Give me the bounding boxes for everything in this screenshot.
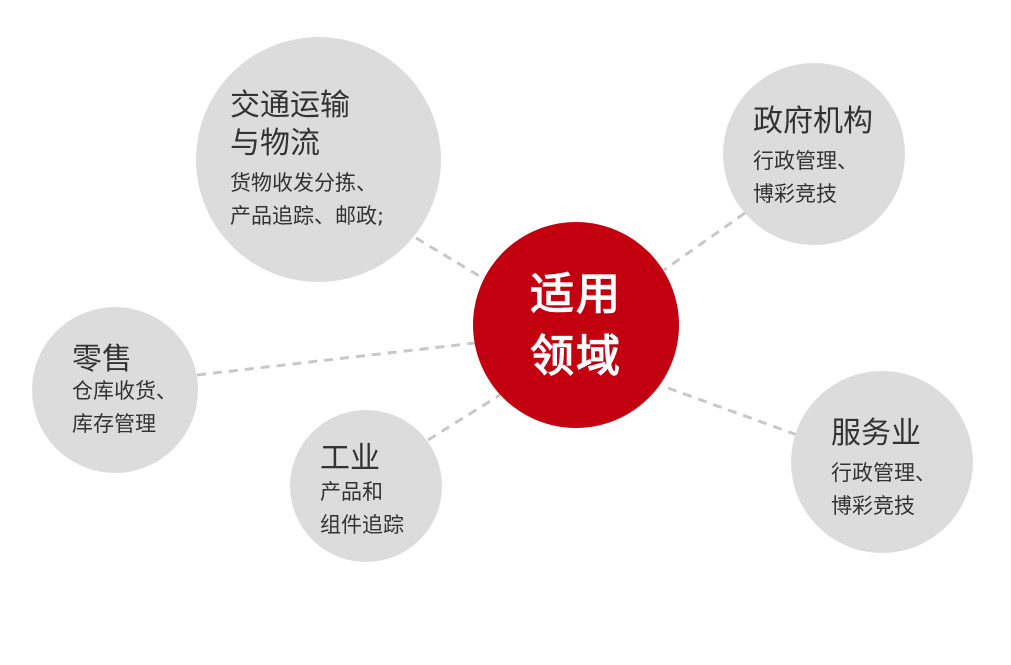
node-description: 货物收发分拣、 产品追踪、邮政; — [230, 167, 384, 233]
node-desc-line: 博彩竞技 — [753, 182, 837, 206]
node-desc-line: 货物收发分拣、 — [230, 171, 377, 195]
center-hub: 适用 领域 — [473, 222, 679, 428]
node-title: 零售 — [72, 341, 132, 379]
node-title-line: 与物流 — [230, 126, 320, 161]
node-title-line: 工业 — [320, 441, 380, 476]
node-desc-line: 库存管理 — [72, 412, 156, 436]
node-description: 行政管理、 博彩竞技 — [753, 145, 858, 211]
connector-industry — [427, 393, 501, 442]
node-service-industry: 服务业 行政管理、 博彩竞技 — [791, 371, 973, 553]
center-title: 适用 领域 — [473, 264, 679, 388]
node-desc-line: 产品和 — [320, 480, 383, 504]
node-transport-logistics: 交通运输 与物流 货物收发分拣、 产品追踪、邮政; — [196, 37, 441, 282]
connector-transport — [415, 236, 487, 282]
node-title: 政府机构 — [753, 103, 873, 141]
node-desc-line: 行政管理、 — [753, 149, 858, 173]
node-title: 交通运输 与物流 — [230, 87, 350, 163]
node-desc-line: 组件追踪 — [320, 513, 404, 537]
node-industry: 工业 产品和 组件追踪 — [290, 410, 442, 562]
node-title-line: 零售 — [72, 342, 132, 377]
center-title-line: 适用 — [530, 269, 622, 320]
node-description: 仓库收货、 库存管理 — [72, 375, 177, 441]
node-title-line: 服务业 — [831, 416, 921, 451]
node-desc-line: 仓库收货、 — [72, 379, 177, 403]
connector-government — [663, 211, 746, 272]
node-desc-line: 产品追踪、邮政; — [230, 204, 385, 228]
node-title-line: 交通运输 — [230, 88, 350, 123]
node-description: 产品和 组件追踪 — [320, 476, 404, 542]
node-title: 工业 — [320, 440, 380, 478]
connector-retail — [196, 341, 476, 377]
node-government: 政府机构 行政管理、 博彩竞技 — [723, 63, 905, 245]
connector-service — [667, 386, 801, 438]
center-title-line: 领域 — [530, 331, 622, 382]
node-title-line: 政府机构 — [753, 104, 873, 139]
node-description: 行政管理、 博彩竞技 — [831, 457, 936, 523]
node-desc-line: 行政管理、 — [831, 461, 936, 485]
node-retail: 零售 仓库收货、 库存管理 — [32, 307, 198, 473]
node-desc-line: 博彩竞技 — [831, 494, 915, 518]
node-title: 服务业 — [831, 415, 921, 453]
